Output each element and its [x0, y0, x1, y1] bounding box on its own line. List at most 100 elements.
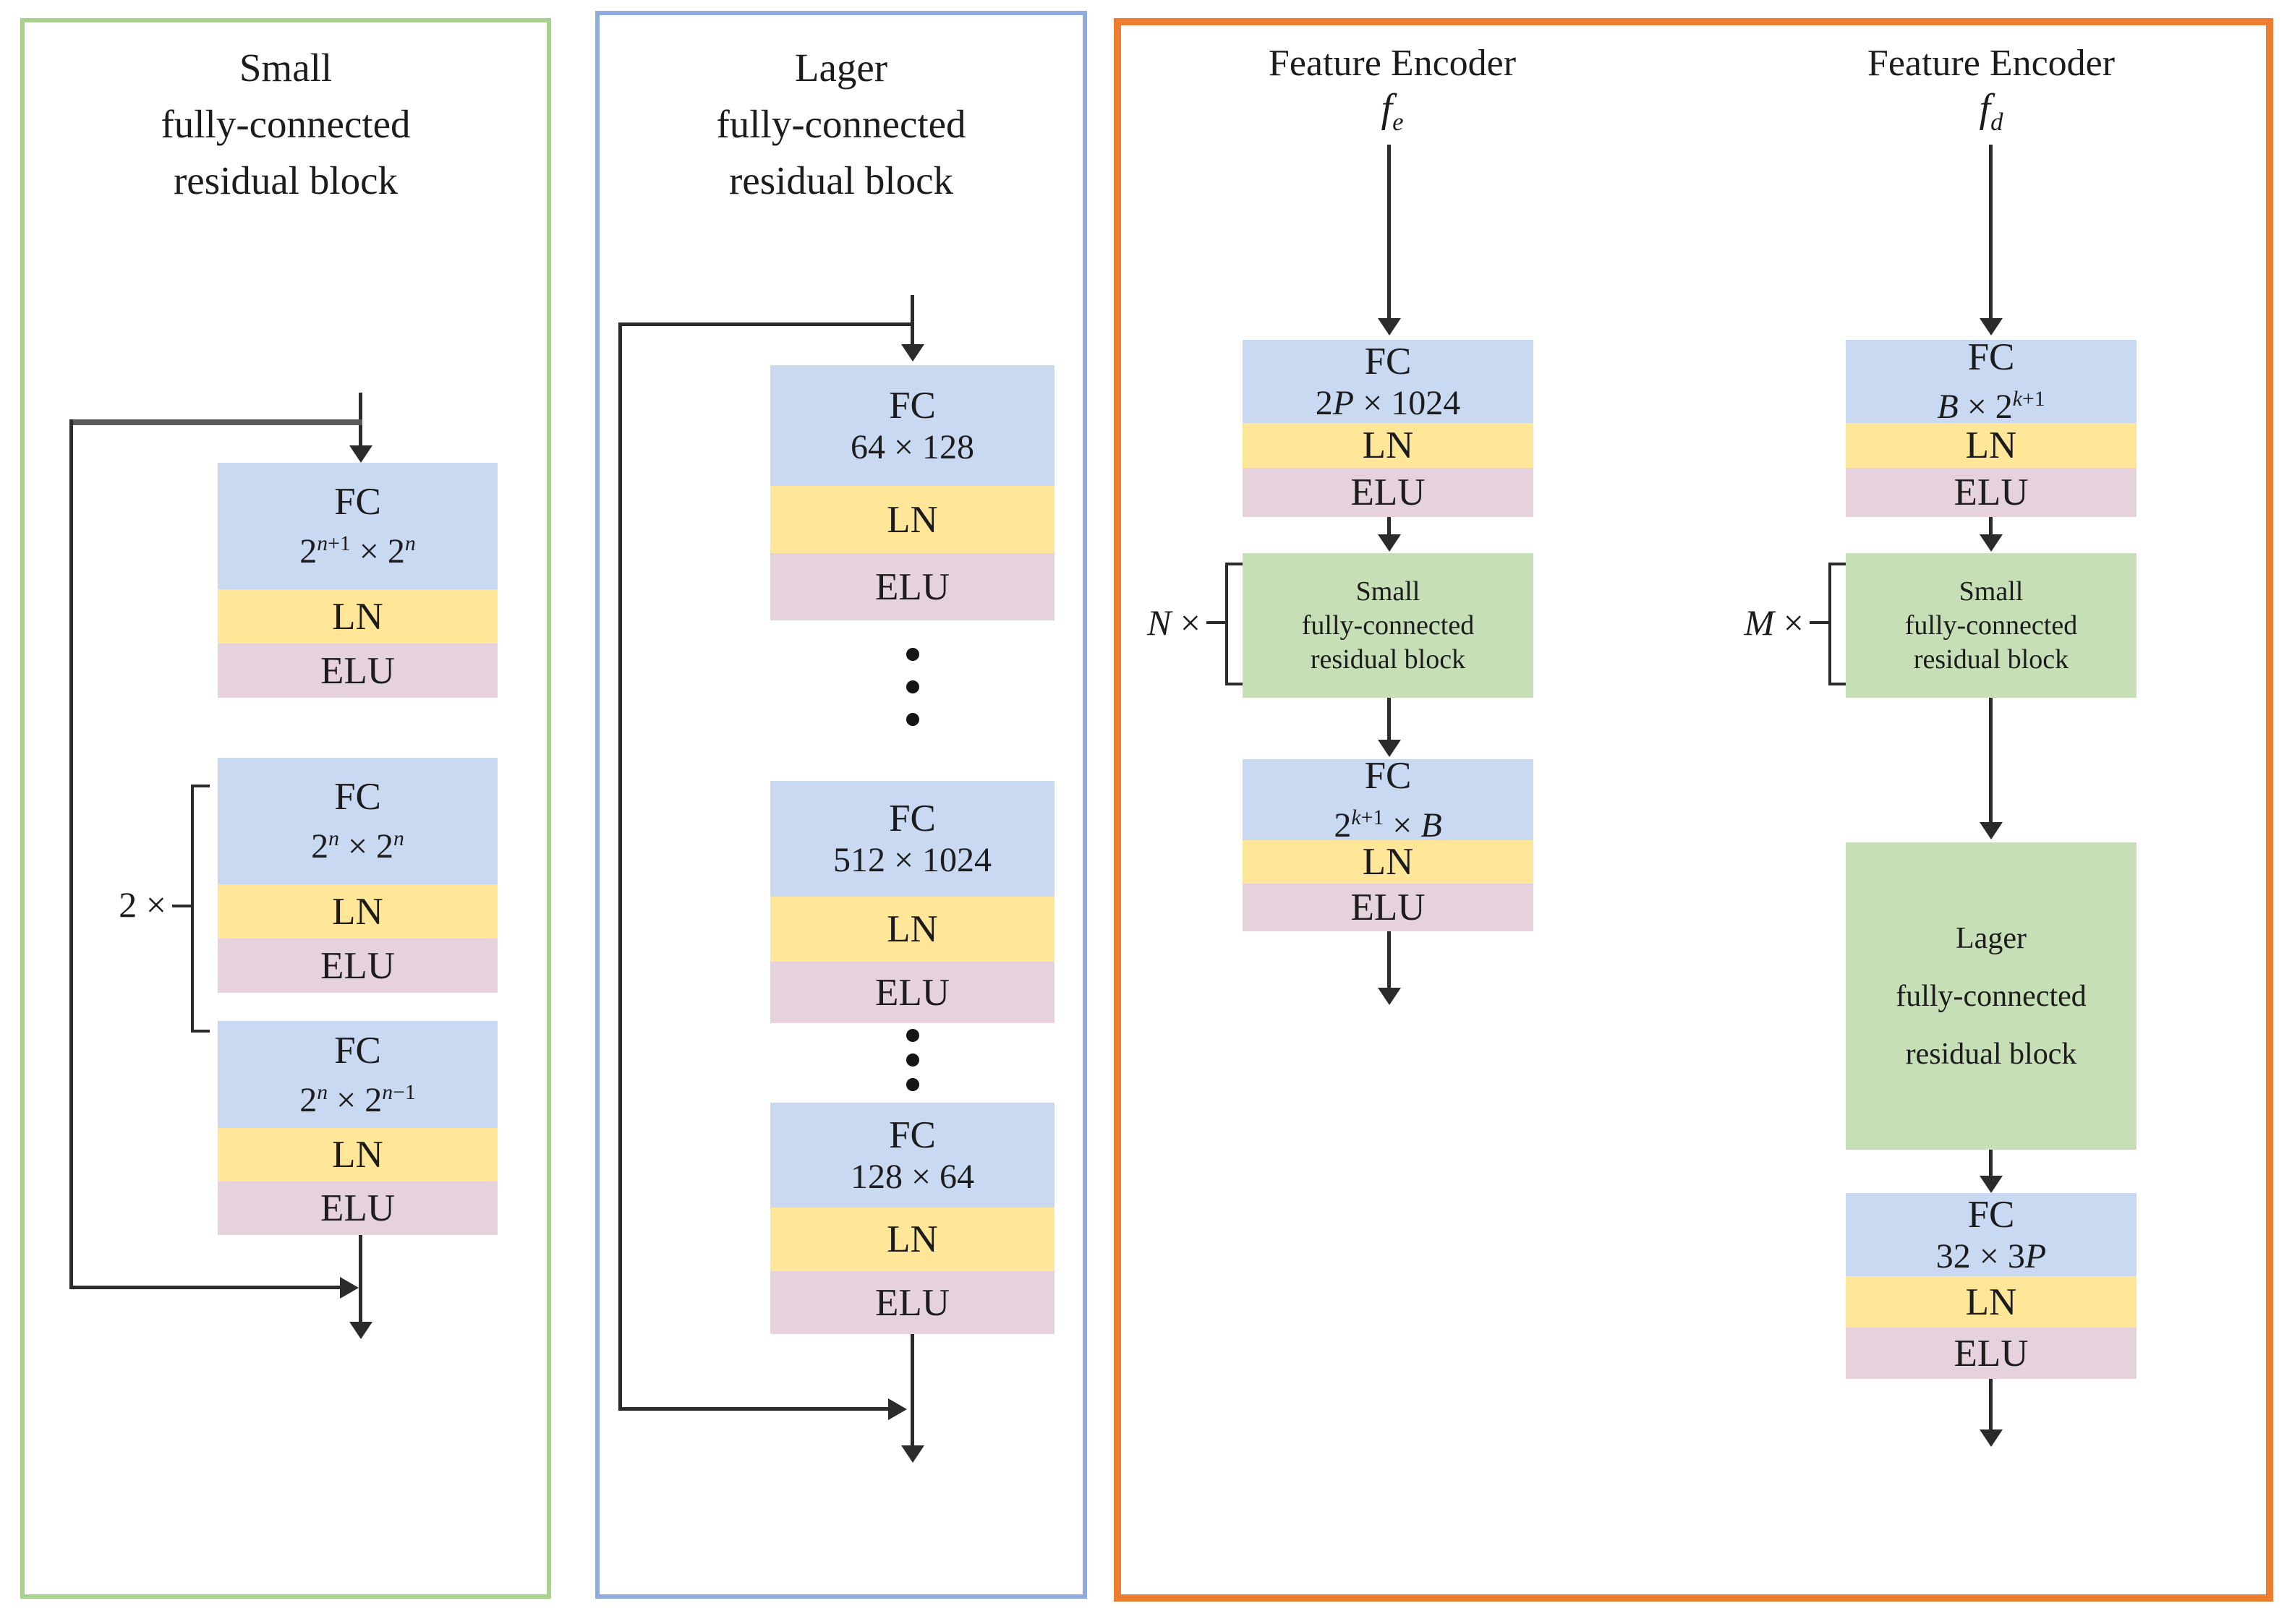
fc-layer-box: FC 128 × 64	[770, 1103, 1055, 1208]
small-residual-block-ref: Small fully-connected residual block	[1846, 553, 2136, 698]
repeat-bracket	[1828, 563, 1831, 685]
fc-label: FC	[1364, 754, 1412, 797]
skip-connection-bottom	[618, 1407, 890, 1411]
repeat-bracket-tick	[1810, 621, 1828, 624]
arrow-down-icon	[1980, 1176, 2003, 1193]
ln-layer-box: LN	[218, 589, 498, 644]
ln-layer-box: LN	[770, 897, 1055, 962]
ellipsis-dot	[906, 713, 919, 726]
ellipsis-dot	[906, 1054, 919, 1067]
fc-label: FC	[889, 798, 936, 839]
ln-layer-box: LN	[1243, 840, 1533, 884]
small-residual-block-ref: Small fully-connected residual block	[1243, 553, 1533, 698]
fc-label: FC	[334, 776, 381, 818]
encoder-fd-title: Feature Encoder	[1867, 43, 2116, 84]
fc-dims: 2n+1 × 2n	[299, 531, 416, 570]
elu-layer-box: ELU	[1243, 884, 1533, 931]
ellipsis-dot	[906, 648, 919, 661]
arrow-down-icon	[1980, 1429, 2003, 1447]
fc-label: FC	[889, 384, 936, 427]
fc-dims: 2n × 2n−1	[299, 1080, 416, 1119]
arrow-down-icon	[1980, 534, 2003, 552]
fc-label: FC	[334, 1029, 381, 1072]
output-arrow-line	[1387, 931, 1391, 989]
flow-arrow-line	[1387, 145, 1391, 320]
fc-dims: 128 × 64	[850, 1157, 975, 1196]
elu-layer-box: ELU	[1846, 1328, 2136, 1379]
arrow-right-icon	[888, 1398, 907, 1420]
elu-layer-box: ELU	[1243, 468, 1533, 517]
repeat-bracket-tick	[191, 785, 210, 787]
arrow-down-icon	[1980, 822, 2003, 839]
fc-layer-box: FC 2k+1 × B	[1243, 755, 1533, 845]
lager-panel-title: Lager fully-connected residual block	[716, 46, 966, 202]
ln-layer-box: LN	[218, 1128, 498, 1181]
output-arrow-line	[359, 1235, 362, 1323]
fc-layer-box: FC B × 2k+1	[1846, 336, 2136, 426]
fc-dims: 64 × 128	[850, 427, 975, 466]
fc-layer-box: FC 2n × 2n−1	[218, 1021, 498, 1128]
flow-arrow-line	[1989, 145, 1993, 320]
repeat-bracket-tick	[1828, 683, 1846, 685]
repeat-bracket-tick	[1206, 621, 1225, 624]
flow-arrow-line	[1989, 1150, 1993, 1177]
elu-layer-box: ELU	[770, 1271, 1055, 1334]
skip-connection-side	[618, 322, 622, 1411]
elu-layer-box: ELU	[218, 939, 498, 993]
flow-arrow-line	[1387, 517, 1391, 536]
encoder-fe-title: Feature Encoder	[1268, 43, 1517, 84]
ln-layer-box: LN	[1846, 1276, 2136, 1328]
arrow-right-icon	[340, 1277, 359, 1299]
repeat-bracket-tick	[1225, 683, 1243, 685]
ln-layer-box: LN	[1846, 423, 2136, 468]
ln-layer-box: LN	[218, 884, 498, 939]
fc-dims: 2P × 1024	[1315, 383, 1461, 422]
skip-connection-top	[618, 322, 913, 326]
arrow-down-icon	[901, 344, 924, 362]
fc-dims: 512 × 1024	[832, 841, 992, 879]
small-panel-title: Small fully-connected residual block	[161, 46, 411, 202]
repeat-bracket-tick	[1828, 563, 1846, 565]
arrow-down-icon	[1378, 740, 1401, 757]
fc-label: FC	[334, 481, 381, 523]
flow-arrow-line	[1989, 698, 1993, 824]
fc-dims: 2k+1 × B	[1334, 805, 1442, 845]
elu-layer-box: ELU	[218, 1181, 498, 1235]
elu-layer-box: ELU	[1846, 468, 2136, 517]
elu-layer-box: ELU	[770, 962, 1055, 1023]
output-arrow-line	[1989, 1379, 1993, 1431]
fc-layer-box: FC 64 × 128	[770, 365, 1055, 486]
skip-connection-top	[69, 419, 362, 425]
encoder-fd-symbol: fd	[1979, 86, 2003, 137]
flow-arrow-line	[1989, 517, 1993, 536]
ellipsis-dot	[906, 1029, 919, 1042]
repeat-count-label: M ×	[1744, 602, 1804, 643]
repeat-count-label: 2 ×	[119, 884, 166, 925]
ellipsis-dot	[906, 680, 919, 693]
fc-label: FC	[1967, 1193, 2015, 1236]
ln-layer-box: LN	[770, 1208, 1055, 1271]
arrow-down-icon	[1980, 318, 2003, 336]
fc-dims: 32 × 3P	[1935, 1236, 2047, 1275]
fc-label: FC	[889, 1114, 936, 1156]
input-arrow-line	[911, 295, 914, 346]
arrow-down-icon	[349, 1322, 372, 1339]
fc-dims: 2n × 2n	[311, 826, 404, 866]
repeat-count-label: N ×	[1146, 602, 1201, 643]
ln-layer-box: LN	[770, 486, 1055, 553]
elu-layer-box: ELU	[770, 553, 1055, 620]
ln-layer-box: LN	[1243, 423, 1533, 468]
fc-dims: B × 2k+1	[1937, 387, 2045, 426]
output-arrow-line	[911, 1334, 914, 1447]
fc-layer-box: FC 2n × 2n	[218, 758, 498, 884]
flow-arrow-line	[1387, 698, 1391, 741]
fc-label: FC	[1364, 340, 1412, 383]
encoder-fe-symbol: fe	[1381, 86, 1404, 137]
elu-layer-box: ELU	[218, 644, 498, 698]
arrow-down-icon	[901, 1445, 924, 1463]
repeat-bracket-tick	[172, 905, 191, 907]
fc-layer-box: FC 2n+1 × 2n	[218, 463, 498, 589]
fc-layer-box: FC 32 × 3P	[1846, 1193, 2136, 1276]
repeat-bracket	[191, 785, 194, 1033]
